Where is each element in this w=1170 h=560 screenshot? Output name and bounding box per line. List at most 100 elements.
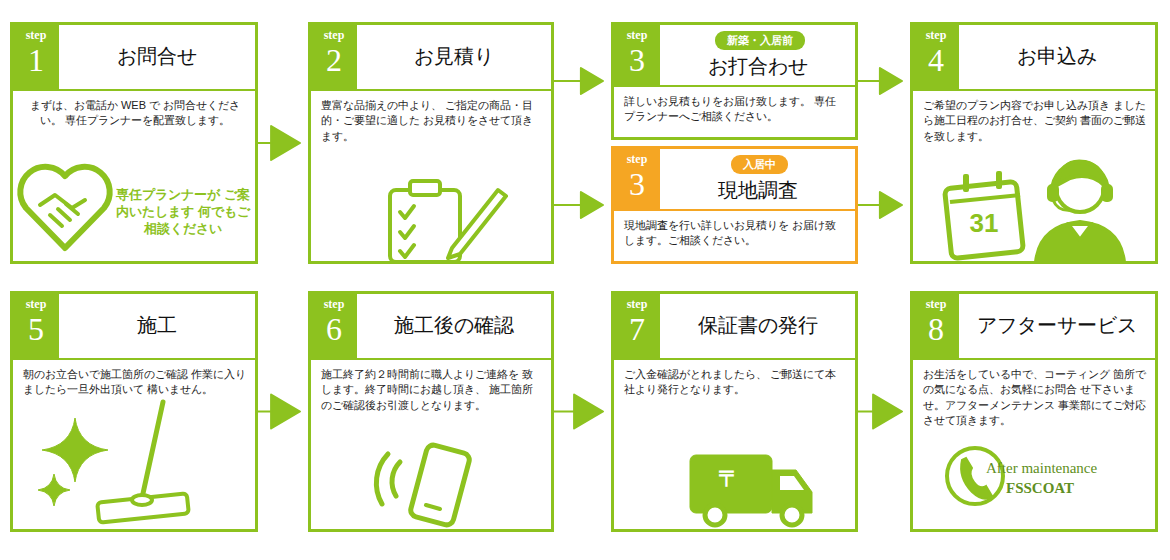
stage-tag: 入居中 xyxy=(731,155,788,174)
step-box: step3 入居中現地調査現地調査を行い詳しいお見積りを お届け致します。ご相談く… xyxy=(611,146,858,264)
operator-icon-part xyxy=(1068,224,1092,240)
flow-arrow xyxy=(258,126,300,160)
stage-tag: 新築・入居前 xyxy=(715,31,805,50)
step-label: step xyxy=(13,294,59,311)
step-number: 8 xyxy=(913,311,959,347)
step-box: step7保証書の発行ご入金確認がとれましたら、 ご郵送にて本社より発行となりま… xyxy=(611,291,858,532)
step-box: step5施工朝のお立合いで施工箇所のご確認 作業に入りましたら一旦外出頂いて … xyxy=(10,291,258,532)
step-description: 詳しいお見積もりをお届け致します。 専任プランナーへご相談ください。 xyxy=(624,94,847,125)
step-description: 施工終了約２時間前に職人よりご連絡を 致します。終了時間にお越し頂き、 施工箇所… xyxy=(321,367,543,413)
smartphone-icon xyxy=(376,444,470,527)
calendar-icon-part xyxy=(963,174,969,192)
step-badge: step6 xyxy=(311,294,357,358)
step-title: 現地調査 xyxy=(664,177,851,204)
operator-icon-part xyxy=(1103,186,1111,200)
step-title: お打合わせ xyxy=(664,53,851,80)
delivery-truck-icon-part xyxy=(782,505,802,525)
delivery-truck-icon-part xyxy=(705,505,725,525)
step-title: 保証書の発行 xyxy=(664,312,851,339)
step-number: 7 xyxy=(614,311,660,347)
step-header: step3 入居中現地調査 xyxy=(614,149,855,211)
flow-arrow xyxy=(554,192,603,218)
step-label: step xyxy=(614,294,660,311)
delivery-truck-icon-part xyxy=(780,476,804,490)
step-header: step3 新築・入居前お打合わせ xyxy=(614,25,855,87)
clipboard-icon-part xyxy=(400,245,414,257)
step-number: 3 xyxy=(614,166,660,202)
handshake-heart-icon-part xyxy=(50,204,78,226)
step-number: 4 xyxy=(913,42,959,78)
mop-sparkle-icon-part xyxy=(97,493,189,522)
step-badge: step3 xyxy=(614,149,660,209)
postal-mark: 〒 xyxy=(714,467,744,491)
step-label: step xyxy=(913,294,959,311)
clipboard-icon-part xyxy=(400,226,414,238)
step-header: step4お申込み xyxy=(913,25,1155,91)
step-label: step xyxy=(913,25,959,42)
step-header: step6施工後の確認 xyxy=(311,294,551,360)
step-label: step xyxy=(311,294,357,311)
step-badge: step5 xyxy=(13,294,59,358)
operator-icon-part xyxy=(1049,186,1057,200)
step-badge: step4 xyxy=(913,25,959,89)
operator-icon-part xyxy=(1036,222,1124,262)
calendar-icon-part xyxy=(945,181,1024,258)
clipboard-icon-part xyxy=(410,181,440,195)
step-header: step2お見積り xyxy=(311,25,551,91)
mop-sparkle-icon xyxy=(38,402,189,523)
step-number: 6 xyxy=(311,311,357,347)
mop-sparkle-icon-part xyxy=(142,402,163,498)
step-description: ご入金確認がとれましたら、 ご郵送にて本社より発行となります。 xyxy=(624,367,847,398)
step-header: step8アフターサービス xyxy=(913,294,1155,360)
step-box: step4お申込みご希望のプラン内容でお申し込み頂き ましたら施工日程のお打合せ… xyxy=(910,22,1158,264)
mop-sparkle-icon-part xyxy=(38,474,70,506)
step-title: お問合せ xyxy=(63,43,251,70)
mop-sparkle-icon-part xyxy=(132,495,152,505)
step-title: アフターサービス xyxy=(963,312,1151,339)
handshake-heart-icon-part xyxy=(20,167,109,248)
operator-icon-part xyxy=(1053,200,1072,210)
mop-sparkle-icon-part xyxy=(42,418,108,482)
step-label: step xyxy=(614,149,660,166)
step-header: step7保証書の発行 xyxy=(614,294,855,360)
step-box: step3 新築・入居前お打合わせ詳しいお見積もりをお届け致します。 専任プランナ… xyxy=(611,22,858,140)
step-number: 1 xyxy=(13,42,59,78)
smartphone-icon-part xyxy=(409,444,471,527)
operator-icon-part xyxy=(1052,162,1108,192)
clipboard-icon-part xyxy=(448,190,506,258)
step-title: 施工 xyxy=(63,312,251,339)
step-badge: step8 xyxy=(913,294,959,358)
step-label: step xyxy=(13,25,59,42)
handshake-heart-icon xyxy=(20,167,109,248)
step-badge: step1 xyxy=(13,25,59,89)
illustration-caption: 専任プランナーが ご案内いたします 何でもご相談ください xyxy=(112,187,254,238)
smartphone-icon-part xyxy=(392,462,400,496)
smartphone-icon-part xyxy=(376,454,388,504)
step-badge: step3 xyxy=(614,25,660,85)
flow-arrow xyxy=(554,395,603,429)
step-label: step xyxy=(614,25,660,42)
step-description: ご希望のプラン内容でお申し込み頂き ましたら施工日程のお打合せ、ご契約 書面のご… xyxy=(923,98,1147,144)
calendar-icon-part xyxy=(950,195,1020,202)
step-description: まずは、お電話か WEB で お問合せください。 専任プランナーを配置致します。 xyxy=(23,98,247,129)
after-maintenance-text: After maintenance xyxy=(986,459,1156,477)
step-description: お生活をしている中で、コーティング 箇所での気になる点、お気軽にお問合 せ下さい… xyxy=(923,367,1147,429)
operator-icon xyxy=(1036,161,1124,262)
delivery-truck-icon-part xyxy=(690,455,772,513)
step-title: お見積り xyxy=(361,43,547,70)
step-number: 2 xyxy=(311,42,357,78)
flow-arrow xyxy=(554,68,603,94)
flow-arrow xyxy=(858,192,902,218)
clipboard-icon xyxy=(390,181,506,262)
step-description: 豊富な品揃えの中より、 ご指定の商品・目的・ご要望に適した お見積りをさせて頂き… xyxy=(321,98,543,144)
calendar-icon xyxy=(945,171,1024,259)
smartphone-icon-part xyxy=(426,505,440,509)
step-description: 現地調査を行い詳しいお見積りを お届け致します。ご相談ください。 xyxy=(624,218,847,249)
delivery-truck-icon xyxy=(690,455,812,525)
flow-arrow xyxy=(258,395,300,429)
step-label: step xyxy=(311,25,357,42)
clipboard-icon-part xyxy=(400,206,414,218)
step-title: お申込み xyxy=(963,43,1151,70)
handshake-heart-icon-part xyxy=(40,195,85,208)
